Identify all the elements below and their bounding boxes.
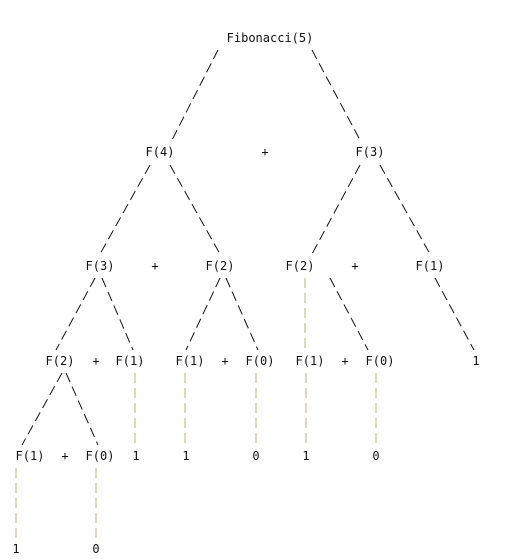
leaf-value: 1: [12, 542, 20, 556]
leaf-value: 0: [372, 449, 380, 463]
node-f3-left: F(3): [85, 259, 115, 273]
leaf-value: 0: [252, 449, 260, 463]
node-f1: F(1): [175, 354, 205, 368]
branch-edge: [434, 277, 475, 351]
branch-edge: [99, 164, 151, 255]
branch-edge: [169, 164, 221, 255]
node-f2-right: F(2): [285, 259, 315, 273]
branch-edge: [185, 277, 221, 351]
node-f2-deep: F(2): [45, 354, 75, 368]
node-f2-mid: F(2): [205, 259, 235, 273]
leaf-value: 0: [92, 542, 100, 556]
branch-edge: [101, 277, 134, 351]
node-f1-right: F(1): [415, 259, 445, 273]
branch-edge: [379, 164, 431, 255]
plus-sign: +: [351, 259, 359, 273]
leaf-value: 1: [132, 449, 140, 463]
node-f1: F(1): [115, 354, 145, 368]
branch-edge: [329, 277, 369, 351]
branch-edge: [21, 372, 63, 446]
plus-sign: +: [151, 259, 159, 273]
node-root: Fibonacci(5): [226, 31, 314, 45]
node-f0-deep: F(0): [85, 449, 115, 463]
branch-edge: [311, 164, 361, 255]
node-f4: F(4): [145, 145, 175, 159]
plus-sign: +: [341, 354, 349, 368]
branch-edge: [55, 277, 96, 351]
plus-sign: +: [261, 145, 269, 159]
node-f1: F(1): [295, 354, 325, 368]
leaf-value: 1: [472, 354, 480, 368]
branch-edge: [311, 49, 361, 141]
branch-edge: [65, 372, 99, 446]
plus-sign: +: [61, 449, 69, 463]
leaf-value: 1: [182, 449, 190, 463]
leaf-value: 1: [302, 449, 310, 463]
branch-edge: [225, 277, 259, 351]
node-f0: F(0): [365, 354, 395, 368]
node-f3: F(3): [355, 145, 385, 159]
plus-sign: +: [92, 354, 100, 368]
plus-sign: +: [221, 354, 229, 368]
node-f1-deep: F(1): [15, 449, 45, 463]
node-f0: F(0): [245, 354, 275, 368]
branch-edge: [171, 49, 219, 141]
